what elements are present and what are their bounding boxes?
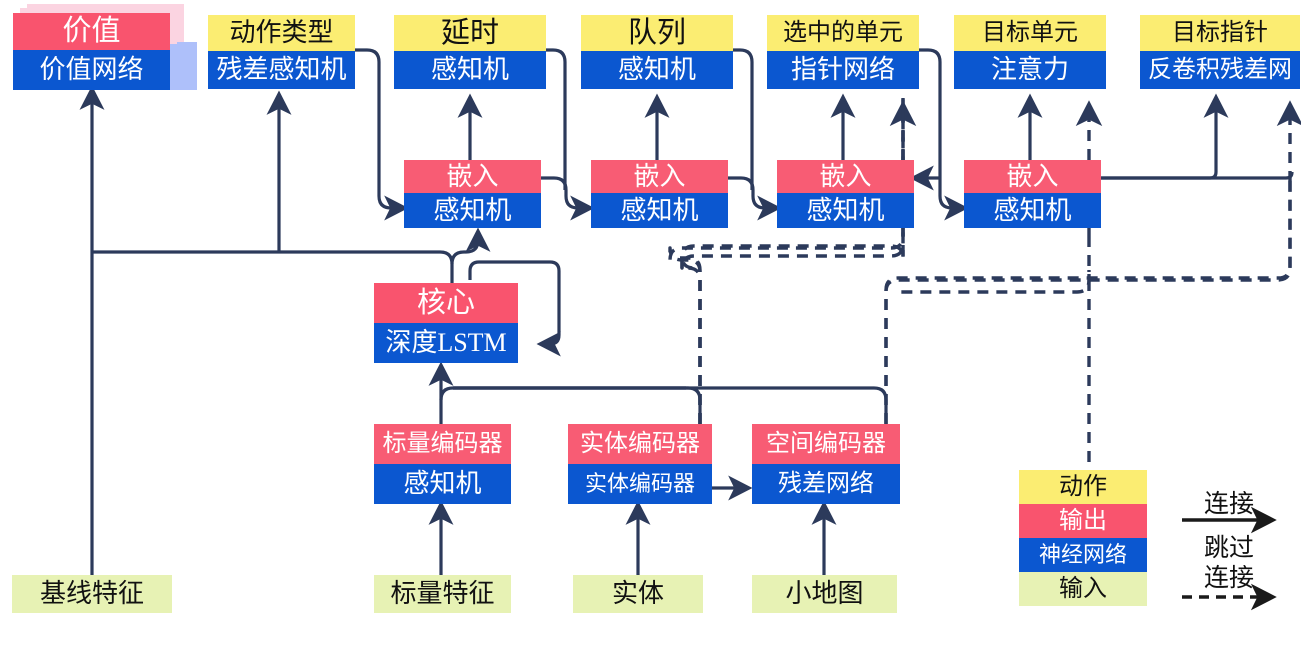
node-embed-1-head: 嵌入	[404, 160, 541, 193]
node-embed-3-head: 嵌入	[777, 160, 914, 193]
node-embed-4[interactable]: 嵌入 感知机	[964, 160, 1101, 228]
node-target-unit-head: 目标单元	[954, 15, 1106, 51]
node-embed-2[interactable]: 嵌入 感知机	[591, 160, 728, 228]
node-entity-encoder-body: 实体编码器	[568, 464, 712, 504]
node-embed-4-head: 嵌入	[964, 160, 1101, 193]
node-queue-body: 感知机	[581, 51, 733, 89]
node-action-type[interactable]: 动作类型 残差感知机	[208, 15, 355, 89]
node-scalar-encoder-head: 标量编码器	[374, 424, 511, 464]
node-value-body: 价值网络	[13, 50, 170, 90]
legend-swatch-output: 输出	[1019, 504, 1147, 538]
node-selected-units-head: 选中的单元	[767, 15, 919, 51]
node-embed-4-body: 感知机	[964, 193, 1101, 228]
node-entity-encoder-head: 实体编码器	[568, 424, 712, 464]
input-entities[interactable]: 实体	[573, 575, 703, 613]
legend-swatch-input: 输入	[1019, 572, 1147, 606]
node-selected-units-body: 指针网络	[767, 51, 919, 89]
node-embed-2-body: 感知机	[591, 193, 728, 228]
input-baseline-features[interactable]: 基线特征	[12, 575, 172, 613]
node-queue-head: 队列	[581, 15, 733, 51]
node-target-point-body: 反卷积残差网	[1140, 51, 1300, 89]
node-target-point[interactable]: 目标指针 反卷积残差网	[1140, 15, 1300, 89]
node-delay-head: 延时	[394, 15, 546, 51]
node-scalar-encoder-body: 感知机	[374, 464, 511, 504]
node-spatial-encoder-head: 空间编码器	[752, 424, 900, 464]
node-value-head: 价值	[13, 13, 170, 50]
node-embed-1-body: 感知机	[404, 193, 541, 228]
input-minimap[interactable]: 小地图	[752, 575, 897, 613]
node-core-body: 深度LSTM	[374, 323, 518, 363]
node-core-head: 核心	[374, 283, 518, 323]
node-spatial-encoder[interactable]: 空间编码器 残差网络	[752, 424, 900, 504]
node-target-point-head: 目标指针	[1140, 15, 1300, 51]
legend-connection-label: 连接	[1204, 491, 1255, 518]
legend-swatches: 动作 输出 神经网络 输入	[1019, 470, 1147, 606]
node-entity-encoder[interactable]: 实体编码器 实体编码器	[568, 424, 712, 504]
node-delay-body: 感知机	[394, 51, 546, 89]
legend-swatch-action: 动作	[1019, 470, 1147, 504]
node-spatial-encoder-body: 残差网络	[752, 464, 900, 504]
node-embed-2-head: 嵌入	[591, 160, 728, 193]
node-target-unit-body: 注意力	[954, 51, 1106, 89]
node-core[interactable]: 核心 深度LSTM	[374, 283, 518, 363]
node-selected-units[interactable]: 选中的单元 指针网络	[767, 15, 919, 89]
node-action-type-head: 动作类型	[208, 15, 355, 51]
node-queue[interactable]: 队列 感知机	[581, 15, 733, 89]
node-action-type-body: 残差感知机	[208, 51, 355, 89]
node-embed-1[interactable]: 嵌入 感知机	[404, 160, 541, 228]
node-delay[interactable]: 延时 感知机	[394, 15, 546, 89]
node-scalar-encoder[interactable]: 标量编码器 感知机	[374, 424, 511, 504]
legend-swatch-network: 神经网络	[1019, 538, 1147, 572]
legend-skip-label-line2: 连接	[1204, 565, 1255, 592]
node-embed-3-body: 感知机	[777, 193, 914, 228]
node-target-unit[interactable]: 目标单元 注意力	[954, 15, 1106, 89]
node-embed-3[interactable]: 嵌入 感知机	[777, 160, 914, 228]
legend-skip-label-line1: 跳过	[1204, 535, 1255, 562]
node-value[interactable]: 价值 价值网络	[13, 13, 170, 90]
input-scalar-features[interactable]: 标量特征	[374, 575, 511, 613]
